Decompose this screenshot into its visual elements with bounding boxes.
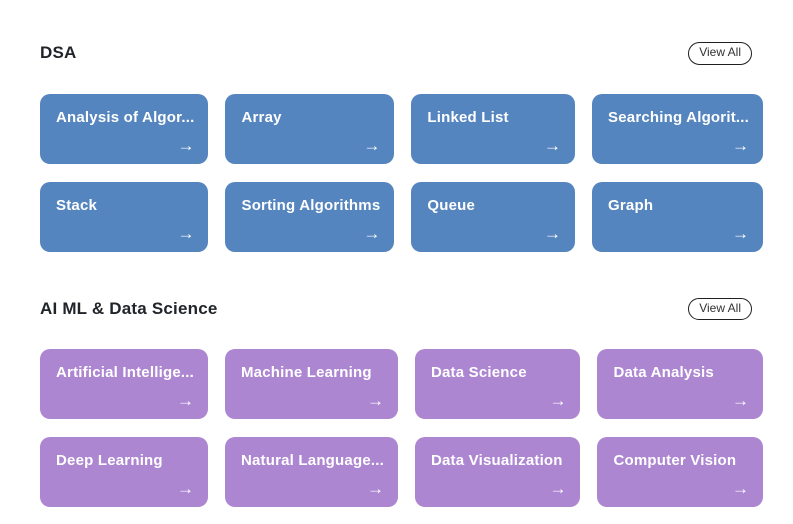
arrow-right-icon: → [544, 223, 562, 243]
category-card-label: Queue [427, 196, 476, 214]
category-card-label: Natural Language... [240, 452, 384, 470]
category-card-label: Searching Algorit... [608, 108, 749, 126]
section-aiml: AI ML & Data Science View All Artificial… [40, 297, 763, 508]
category-card-label: Analysis of Algor... [56, 108, 195, 126]
category-card[interactable]: Stack → [40, 181, 209, 252]
view-all-button-dsa[interactable]: View All [688, 42, 752, 65]
category-card[interactable]: Deep Learning → [40, 437, 208, 508]
card-grid-dsa: Analysis of Algor...→Array→Linked List→S… [40, 93, 763, 252]
category-card[interactable]: Machine Learning → [224, 349, 398, 420]
category-card[interactable]: Natural Language... → [224, 437, 398, 508]
category-card-label: Graph [608, 196, 654, 214]
arrow-right-icon: → [176, 479, 194, 499]
category-card-label: Data Visualization [430, 452, 563, 470]
category-card-label: Data Analysis [613, 364, 714, 382]
category-card[interactable]: Computer Vision → [597, 437, 763, 508]
category-card[interactable]: Array → [225, 93, 395, 164]
category-card[interactable]: Analysis of Algor... → [40, 93, 209, 164]
arrow-right-icon: → [544, 135, 562, 155]
arrow-right-icon: → [732, 135, 749, 155]
arrow-right-icon: → [177, 135, 195, 155]
section-header: DSA View All [40, 42, 763, 65]
arrow-right-icon: → [366, 391, 384, 411]
arrow-right-icon: → [732, 479, 749, 499]
section-dsa: DSA View All Analysis of Algor... → Array →… [40, 42, 763, 252]
card-grid-aiml: Artificial Intellige...→Machine Learning… [40, 349, 763, 508]
arrow-right-icon: → [732, 223, 749, 243]
arrow-right-icon: → [549, 479, 567, 499]
category-card[interactable]: Linked List → [411, 93, 576, 164]
section-title-aiml: AI ML & Data Science [40, 298, 218, 318]
arrow-right-icon: → [363, 223, 381, 243]
course-categories-page: DSA View All Analysis of Algor... → Array →… [40, 42, 763, 508]
category-card-label: Artificial Intellige... [56, 364, 194, 382]
category-card-label: Stack [56, 196, 98, 214]
arrow-right-icon: → [732, 391, 749, 411]
category-card-label: Computer Vision [613, 452, 737, 470]
category-card-label: Linked List [427, 108, 509, 126]
category-card[interactable]: Searching Algorit... → [592, 93, 763, 164]
arrow-right-icon: → [176, 391, 194, 411]
view-all-button-aiml[interactable]: View All [688, 297, 752, 321]
arrow-right-icon: → [549, 391, 567, 411]
category-card-label: Data Science [430, 364, 527, 382]
category-card[interactable]: Graph → [592, 181, 763, 252]
category-card-label: Sorting Algorithms [241, 196, 381, 214]
category-card[interactable]: Artificial Intellige... → [40, 349, 208, 420]
arrow-right-icon: → [363, 135, 381, 155]
section-header: AI ML & Data Science View All [40, 297, 763, 321]
category-card[interactable]: Data Science → [414, 349, 581, 420]
category-card-label: Machine Learning [240, 364, 372, 382]
category-card[interactable]: Data Visualization → [414, 437, 581, 508]
category-card-label: Array [241, 108, 282, 126]
arrow-right-icon: → [366, 479, 384, 499]
section-title-dsa: DSA [40, 43, 77, 63]
category-card[interactable]: Sorting Algorithms → [225, 181, 395, 252]
category-card[interactable]: Data Analysis → [597, 349, 763, 420]
arrow-right-icon: → [177, 223, 195, 243]
category-card-label: Deep Learning [56, 452, 163, 470]
category-card[interactable]: Queue → [411, 181, 576, 252]
